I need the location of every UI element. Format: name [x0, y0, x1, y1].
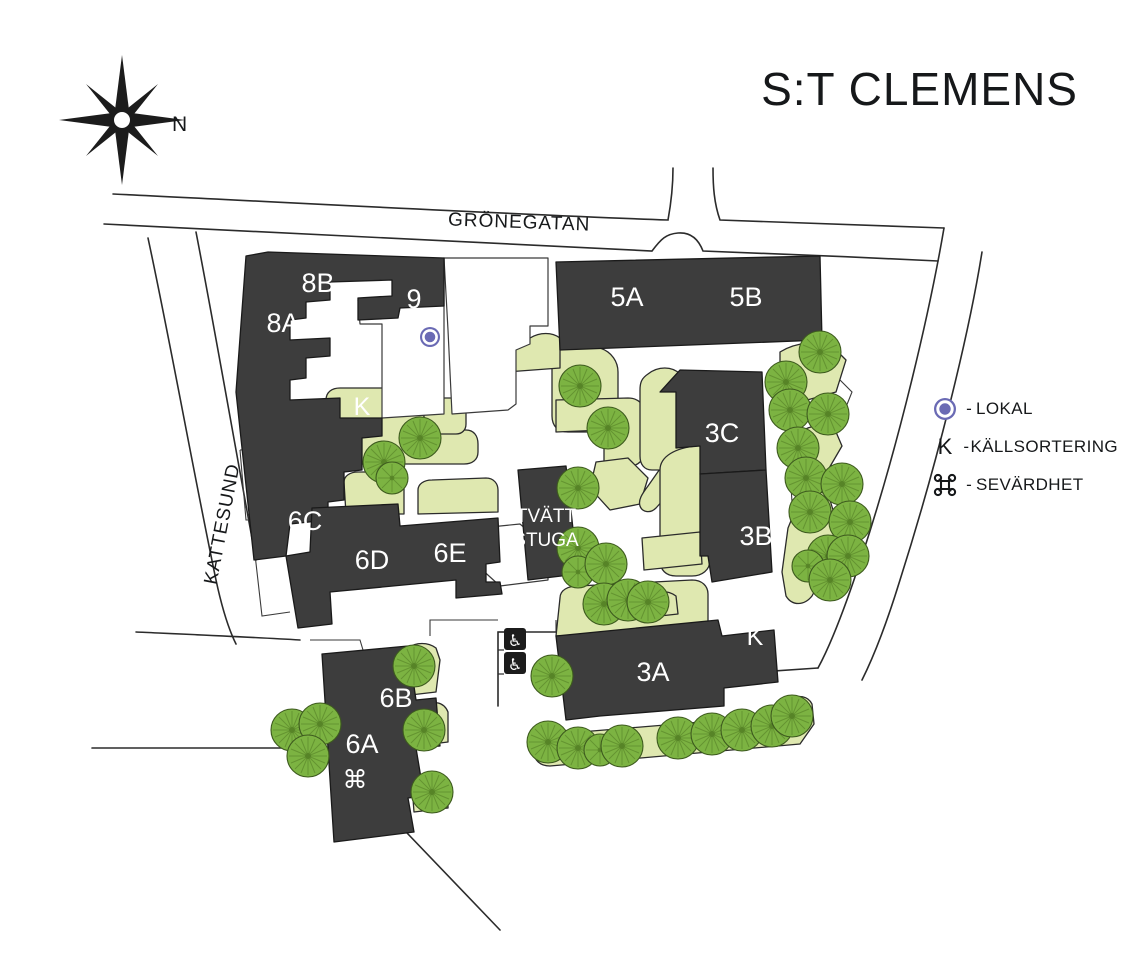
building-3b: [699, 469, 773, 583]
building-5ab: [555, 255, 823, 351]
building-labels-layer: 8B 8A 9 K 5A 5B 3C 3B 6C 6D 6E 3A K 6A 6…: [266, 268, 772, 759]
map-markers-layer: ⌘ ♿ ♿: [343, 327, 526, 794]
legend-dash-kallsortering: -: [963, 437, 970, 456]
compass-rose-icon: [59, 55, 185, 185]
lokal-marker[interactable]: [420, 327, 440, 347]
building-label-6A: 6A: [345, 729, 378, 759]
building-label-tvatt-line1: TVÄTT: [516, 506, 577, 527]
legend-label-lokal: LOKAL: [976, 399, 1033, 418]
building-3c: [659, 369, 767, 475]
building-label-6B: 6B: [379, 683, 412, 713]
building-label-5A: 5A: [610, 282, 643, 312]
building-label-5B: 5B: [729, 282, 762, 312]
kallsortering-k-icon: K: [928, 436, 962, 458]
building-label-6C: 6C: [288, 506, 323, 536]
svg-text:⌘: ⌘: [343, 765, 368, 794]
accessible-parking-marker-2[interactable]: ♿: [504, 652, 526, 674]
street-label-kattesund: KATTESUND: [201, 462, 245, 586]
building-label-3C: 3C: [705, 418, 740, 448]
sevardhet-marker-6a[interactable]: ⌘: [343, 765, 368, 794]
building-3a-k: [555, 619, 779, 721]
accessible-parking-marker-1[interactable]: ♿: [504, 628, 526, 650]
lokal-circle-icon: [928, 397, 962, 421]
legend-dash-sevardhet: -: [966, 475, 972, 494]
legend-dash-lokal: -: [966, 399, 972, 418]
legend-item-sevardhet: - SEVÄRDHET: [928, 468, 1118, 502]
building-label-8B: 8B: [301, 268, 334, 298]
building-label-tvatt-line2: STUGA: [513, 530, 579, 551]
building-8ab9k: [235, 251, 445, 561]
legend-item-lokal: - LOKAL: [928, 392, 1118, 426]
building-label-3B: 3B: [739, 521, 772, 551]
building-label-8A: 8A: [266, 308, 299, 338]
building-label-6D: 6D: [355, 545, 390, 575]
building-label-K-north: K: [354, 393, 371, 421]
buildings-layer: [235, 251, 823, 843]
legend: - LOKAL K - KÄLLSORTERING: [928, 392, 1118, 506]
legend-label-kallsortering: KÄLLSORTERING: [970, 437, 1118, 456]
legend-label-sevardhet: SEVÄRDHET: [976, 475, 1084, 494]
svg-text:♿: ♿: [508, 631, 522, 650]
legend-symbol-k: K: [937, 434, 953, 459]
building-label-9: 9: [406, 284, 421, 314]
page-title: S:T CLEMENS: [761, 63, 1078, 115]
building-label-K-south: K: [747, 623, 764, 651]
svg-text:♿: ♿: [508, 655, 522, 674]
roads-layer: [91, 167, 983, 931]
legend-item-kallsortering: K - KÄLLSORTERING: [928, 430, 1118, 464]
compass-north-label: N: [172, 113, 187, 136]
street-label-gronegatan: GRÖNEGATAN: [448, 209, 591, 235]
building-label-3A: 3A: [636, 657, 669, 687]
building-6cde: [285, 503, 503, 629]
building-label-6E: 6E: [433, 538, 466, 568]
sevardhet-loop-icon: [928, 472, 962, 498]
